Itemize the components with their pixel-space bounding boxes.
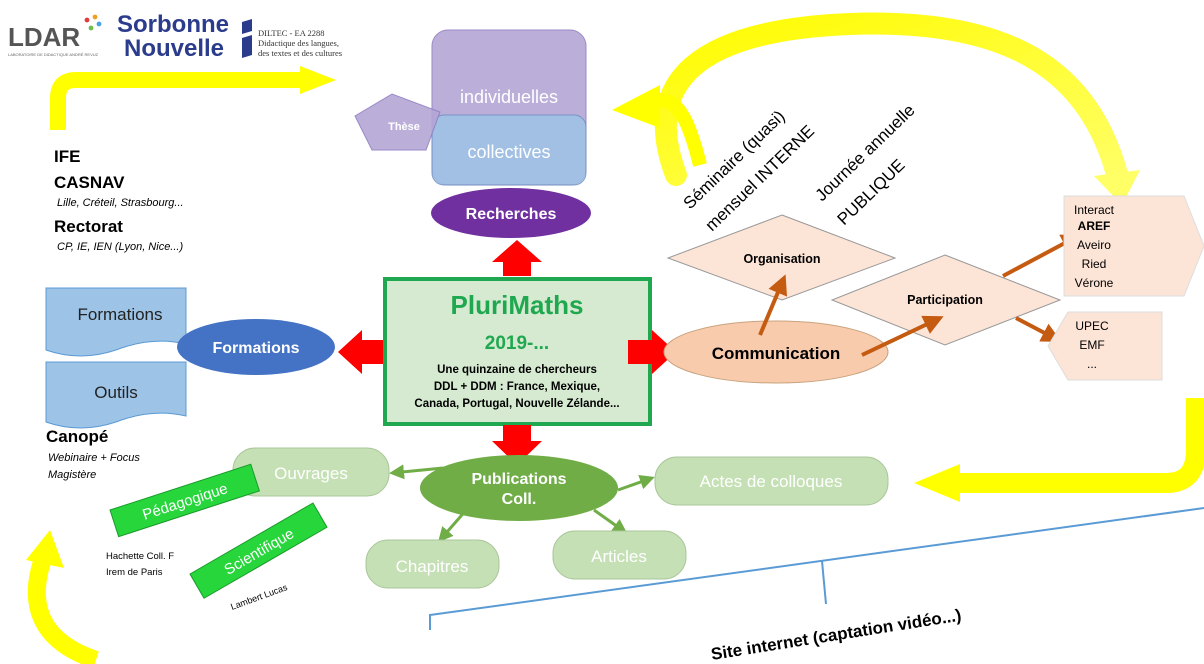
sorbonne-flag-icon xyxy=(242,19,252,34)
ouvrages-label: Ouvrages xyxy=(274,464,348,483)
ldar-logo-text: LDAR xyxy=(8,22,80,52)
rectorat-label: Rectorat xyxy=(54,217,123,236)
site-bracket-tick xyxy=(821,560,827,605)
conf2-item-1: EMF xyxy=(1079,338,1104,352)
hachette-line2: Irem de Paris xyxy=(106,567,163,578)
communication-label: Communication xyxy=(712,344,840,363)
center-line3: Canada, Portugal, Nouvelle Zélande... xyxy=(414,398,619,410)
casnav-label: CASNAV xyxy=(54,173,125,192)
red-arrow-down xyxy=(492,425,542,465)
these-pentagon xyxy=(354,93,441,151)
participation-label: Participation xyxy=(907,293,983,307)
orange-arrow-conf2 xyxy=(1015,316,1062,342)
red-arrow-right xyxy=(628,330,676,374)
recherches-label: Recherches xyxy=(466,206,557,223)
formations-document-label: Formations xyxy=(77,305,162,324)
casnav-sub: Lille, Créteil, Strasbourg... xyxy=(57,197,184,209)
scientifique-tag: Scientifique xyxy=(189,502,328,599)
publications-ellipse xyxy=(420,455,618,521)
diltec-line2: Didactique des langues, xyxy=(258,38,339,48)
center-line1: Une quinzaine de chercheurs xyxy=(437,364,597,376)
sorbonne-logo: Sorbonne Nouvelle xyxy=(117,11,252,62)
canope-label: Canopé xyxy=(46,427,108,446)
outils-document-label: Outils xyxy=(94,383,137,402)
diltec-line3: des textes et des cultures xyxy=(258,48,342,58)
conf1-item-1: AREF xyxy=(1078,219,1111,233)
recherches-ellipse xyxy=(431,188,591,238)
diltec-logo: DILTEC - EA 2288 Didactique des langues,… xyxy=(258,28,342,58)
ldar-logo-subtitle: LABORATOIRE DE DIDACTIQUE ANDRÉ REVUZ xyxy=(8,52,99,57)
individuelles-label: individuelles xyxy=(460,87,558,107)
lambert-label: Lambert Lucas xyxy=(229,582,289,612)
communication-ellipse xyxy=(663,320,889,384)
these-label: Thèse xyxy=(388,121,420,133)
conf1-item-3: Ried xyxy=(1082,257,1107,271)
chapitres-label: Chapitres xyxy=(396,557,469,576)
hachette-line1: Hachette Coll. F xyxy=(106,551,174,562)
center-title: PluriMaths xyxy=(451,290,584,320)
pedagogique-tag: Pédagogique xyxy=(109,463,261,538)
formations-document xyxy=(45,287,187,357)
yellow-arrow-bottom-left xyxy=(26,530,100,664)
conferences-box-2 xyxy=(1047,311,1163,381)
green-arrow-articles xyxy=(593,508,628,534)
articles-box xyxy=(552,530,687,580)
yellow-arrow-top-left xyxy=(50,66,336,130)
sorbonne-logo-line2: Nouvelle xyxy=(124,35,224,62)
collectives-label: collectives xyxy=(467,142,550,162)
outils-document xyxy=(45,361,187,429)
red-arrow-left xyxy=(338,330,383,374)
chapitres-box xyxy=(365,539,500,589)
center-line2: DDL + DDM : France, Mexique, xyxy=(434,381,600,393)
diltec-line1: DILTEC - EA 2288 xyxy=(258,28,325,38)
collectives-box xyxy=(431,114,587,186)
site-bracket xyxy=(429,507,1204,630)
sorbonne-logo-line1: Sorbonne xyxy=(117,11,229,38)
yellow-arrow-to-recherches xyxy=(612,85,707,167)
conf2-item-2: ... xyxy=(1087,357,1097,371)
conf1-item-0: Interact xyxy=(1074,203,1115,217)
participation-diamond xyxy=(830,254,1062,346)
canope-sub1: Webinaire + Focus xyxy=(48,452,140,464)
actes-box xyxy=(654,456,889,506)
conf1-item-2: Aveiro xyxy=(1077,238,1111,252)
organisation-label: Organisation xyxy=(743,252,820,266)
green-arrow-actes xyxy=(617,474,655,492)
actes-label: Actes de colloques xyxy=(700,472,843,491)
yellow-arrow-right-bottom xyxy=(914,398,1204,502)
ldar-star-icon xyxy=(84,14,102,31)
formations-label: Formations xyxy=(212,340,299,357)
orange-arrow-organisation xyxy=(758,274,788,336)
formations-ellipse xyxy=(177,319,335,375)
red-arrow-up xyxy=(492,240,542,276)
canope-sub2: Magistère xyxy=(48,469,96,481)
publications-label-line1: Publications xyxy=(471,471,566,488)
green-arrow-ouvrages xyxy=(389,464,444,480)
publications-label-line2: Coll. xyxy=(502,491,537,508)
site-label: Site internet (captation vidéo...) xyxy=(710,606,963,664)
organisation-diamond xyxy=(666,214,897,301)
conf2-item-0: UPEC xyxy=(1075,319,1109,333)
articles-label: Articles xyxy=(591,547,647,566)
rectorat-sub: CP, IE, IEN (Lyon, Nice...) xyxy=(57,241,183,253)
conferences-box-1 xyxy=(1063,195,1204,297)
orange-arrow-participation xyxy=(861,315,944,357)
ldar-logo: LDAR LABORATOIRE DE DIDACTIQUE ANDRÉ REV… xyxy=(8,14,102,57)
conf1-item-4: Vérone xyxy=(1075,276,1114,290)
center-year: 2019-... xyxy=(485,333,549,354)
ife-label: IFE xyxy=(54,147,80,166)
